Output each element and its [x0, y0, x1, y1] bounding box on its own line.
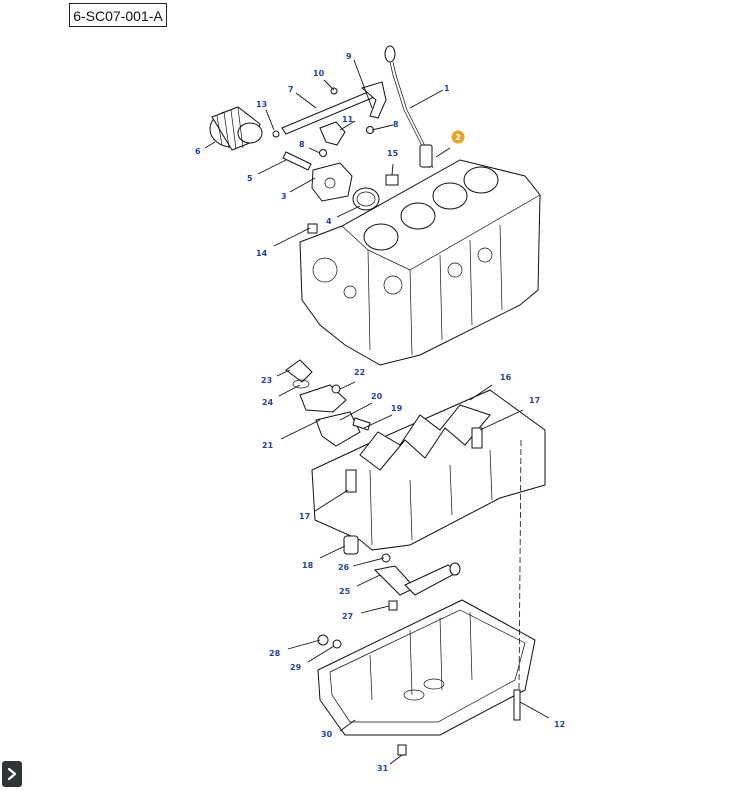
callout-9[interactable]: 9: [346, 52, 352, 61]
callout-23[interactable]: 23: [261, 376, 272, 385]
callout-10[interactable]: 10: [313, 69, 325, 78]
callout-14[interactable]: 14: [256, 249, 268, 258]
callout-1[interactable]: 1: [444, 84, 450, 93]
callout-6[interactable]: 6: [195, 147, 201, 156]
callout-badge-2[interactable]: 2: [451, 130, 465, 144]
callout-25[interactable]: 25: [339, 587, 351, 596]
callout-20[interactable]: 20: [371, 392, 383, 401]
water-flange: [285, 359, 371, 447]
callout-27[interactable]: 27: [342, 612, 353, 621]
oil-pipe: [281, 81, 387, 135]
callout-26[interactable]: 26: [338, 563, 350, 572]
callout-17b[interactable]: 17: [299, 512, 310, 521]
assembly-centerline: [518, 439, 522, 691]
leader-lines: [204, 59, 550, 765]
callout-4[interactable]: 4: [326, 217, 332, 226]
callout-12[interactable]: 12: [554, 720, 565, 729]
crankcase: [311, 389, 546, 551]
badge-label: 2: [455, 133, 461, 142]
oil-filter: [209, 106, 263, 151]
callout-3[interactable]: 3: [281, 192, 287, 201]
filter-bracket: [311, 162, 353, 202]
callout-labels: 1 3 4 5 6 7 8 8 9 10 11 12 13 14 15 16 1…: [195, 52, 565, 773]
oil-pan: [317, 599, 536, 756]
callout-29[interactable]: 29: [290, 663, 302, 672]
oil-strainer: [343, 535, 461, 611]
callout-13[interactable]: 13: [256, 100, 267, 109]
fittings: [272, 87, 399, 234]
filter-stud: [282, 151, 312, 171]
chevron-right-icon: [7, 767, 17, 781]
callout-5[interactable]: 5: [247, 174, 253, 183]
callout-8b[interactable]: 8: [393, 120, 399, 129]
callout-24[interactable]: 24: [262, 398, 274, 407]
expand-panel-button[interactable]: [2, 761, 22, 787]
dipstick-guide: [419, 144, 433, 168]
callout-28[interactable]: 28: [269, 649, 281, 658]
callout-19[interactable]: 19: [391, 404, 403, 413]
cylinder-block: [299, 159, 541, 366]
callout-15[interactable]: 15: [387, 149, 399, 158]
drawing-code-label: 6-SC07-001-A: [69, 3, 167, 27]
callout-8a[interactable]: 8: [299, 140, 305, 149]
callout-22[interactable]: 22: [354, 368, 365, 377]
badge-circle: [451, 130, 465, 144]
callout-30[interactable]: 30: [321, 730, 333, 739]
callout-17a[interactable]: 17: [529, 396, 540, 405]
callout-31[interactable]: 31: [377, 764, 389, 773]
callout-16[interactable]: 16: [500, 373, 512, 382]
callout-18[interactable]: 18: [302, 561, 314, 570]
callout-11[interactable]: 11: [342, 115, 354, 124]
callout-21[interactable]: 21: [262, 441, 274, 450]
callout-7[interactable]: 7: [288, 85, 294, 94]
